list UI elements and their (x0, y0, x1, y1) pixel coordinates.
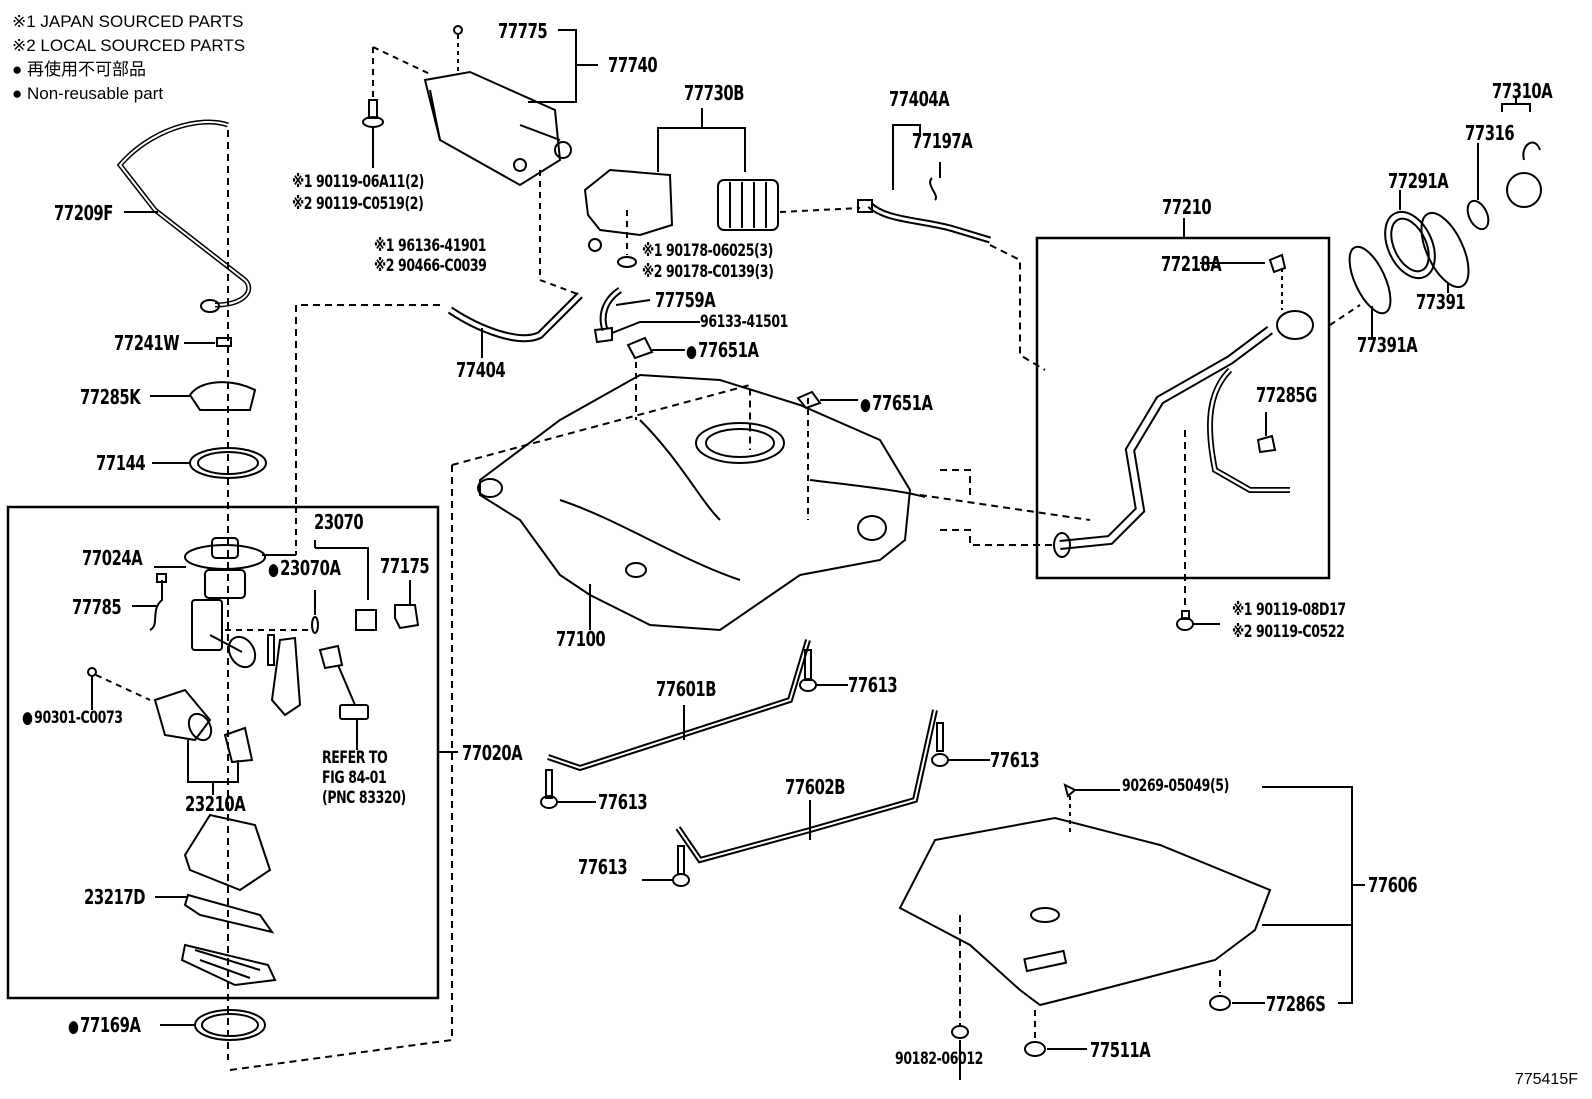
part-label-90119-C0522[interactable]: ※2 90119-C0522 (1232, 622, 1345, 642)
part-label-90466-C0039[interactable]: ※2 90466-C0039 (374, 256, 487, 276)
part-label-77511A[interactable]: 77511A (1090, 1038, 1151, 1062)
part-label-77024A[interactable]: 77024A (82, 546, 143, 570)
part-label-77291A[interactable]: 77291A (1388, 169, 1449, 193)
part-label-77310A[interactable]: 77310A (1492, 79, 1553, 103)
part-label-77144[interactable]: 77144 (96, 451, 146, 475)
part-label-77404[interactable]: 77404 (456, 358, 506, 382)
part-label-77100[interactable]: 77100 (556, 627, 606, 651)
part-label-77210[interactable]: 77210 (1162, 195, 1212, 219)
part-label-77391A[interactable]: 77391A (1357, 333, 1418, 357)
part-label-77218A[interactable]: 77218A (1161, 252, 1222, 276)
part-label-77651A-top[interactable]: 77651A (686, 339, 759, 363)
canister-filter (717, 179, 779, 231)
part-label-96133-41501[interactable]: 96133-41501 (700, 312, 788, 332)
part-label-77286S[interactable]: 77286S (1266, 992, 1326, 1016)
pump-bracket-23210A (183, 813, 272, 892)
clamp-96133-41501 (593, 326, 613, 344)
part-label-90269-05049[interactable]: 90269-05049(5) (1122, 776, 1229, 796)
part-label-90301-C0073[interactable]: 90301-C0073 (22, 708, 123, 729)
vent-valve (583, 168, 674, 268)
part-label-77613-d[interactable]: 77613 (578, 855, 628, 879)
part-label-23070[interactable]: 23070 (314, 510, 364, 534)
filter-23217D (155, 893, 275, 934)
leader-77730B (657, 108, 746, 172)
part-label-77391[interactable]: 77391 (1416, 290, 1466, 314)
cushion-77651A-mid (796, 390, 822, 410)
legend: ※1 JAPAN SOURCED PARTS ※2 LOCAL SOURCED … (12, 10, 245, 106)
legend-local-sourced: ※2 LOCAL SOURCED PARTS (12, 36, 246, 55)
part-label-23070A[interactable]: 23070A (268, 557, 341, 581)
fuel-cap-assembly (1348, 98, 1542, 338)
part-label-90182-06012[interactable]: 90182-06012 (895, 1049, 983, 1069)
under-cover-77606 (898, 783, 1365, 1080)
part-label-77602B[interactable]: 77602B (785, 775, 846, 799)
sender-gauge-77209F (116, 119, 252, 313)
part-label-77601B[interactable]: 77601B (656, 677, 717, 701)
strap-77601B (547, 639, 848, 772)
cushion-77651A-top (626, 336, 654, 360)
charcoal-canister (423, 25, 572, 187)
part-label-77404A[interactable]: 77404A (889, 87, 950, 111)
legend-nonreusable-english: ● Non-reusable part (12, 84, 164, 103)
part-label-77730B[interactable]: 77730B (684, 81, 745, 105)
part-label-77775[interactable]: 77775 (498, 19, 548, 43)
part-label-77285G[interactable]: 77285G (1256, 383, 1317, 407)
canister-bolt (362, 46, 433, 168)
clip-77241W (216, 337, 232, 347)
part-label-23217D[interactable]: 23217D (84, 885, 146, 909)
part-label-77606[interactable]: 77606 (1368, 873, 1418, 897)
part-label-77175[interactable]: 77175 (380, 554, 430, 578)
part-label-77197A[interactable]: 77197A (912, 129, 973, 153)
figure-id: 775415F (1514, 1071, 1578, 1088)
part-label-23210A[interactable]: 23210A (185, 792, 246, 816)
protector-77285K (188, 381, 257, 411)
part-label-77651A-mid[interactable]: 77651A (860, 392, 933, 416)
refer-to-line2[interactable]: FIG 84-01 (322, 768, 387, 788)
part-label-77169A[interactable]: 77169A (68, 1014, 141, 1038)
part-label-77209F[interactable]: 77209F (54, 201, 113, 225)
filter-grid (180, 943, 277, 987)
part-label-77759A[interactable]: 77759A (655, 288, 716, 312)
part-label-90119-C0519[interactable]: ※2 90119-C0519(2) (292, 194, 424, 214)
part-label-96136-41901[interactable]: ※1 96136-41901 (374, 236, 487, 256)
part-label-90119-06A11[interactable]: ※1 90119-06A11(2) (292, 172, 424, 192)
hose-77404A (857, 124, 992, 244)
refer-to-line1: REFER TO (322, 748, 388, 768)
bolt-77613-left (540, 769, 596, 809)
leader-77740 (528, 29, 598, 103)
part-label-77241W[interactable]: 77241W (114, 331, 180, 355)
filler-pipe-box (1035, 236, 1331, 580)
filler-bolt (1176, 610, 1220, 631)
part-label-77740[interactable]: 77740 (608, 53, 658, 77)
fuel-tank-77100 (477, 373, 926, 632)
part-label-77316[interactable]: 77316 (1465, 121, 1515, 145)
legend-japan-sourced: ※1 JAPAN SOURCED PARTS (12, 12, 244, 31)
refer-to-line3: (PNC 83320) (322, 788, 406, 808)
strap-77602B (642, 709, 990, 887)
part-label-77613-b[interactable]: 77613 (598, 790, 648, 814)
part-label-77785[interactable]: 77785 (72, 595, 122, 619)
pump-internals (87, 507, 420, 795)
filler-pipe-77210 (1053, 218, 1314, 558)
part-label-77285K[interactable]: 77285K (80, 385, 141, 409)
part-label-77613-c[interactable]: 77613 (990, 748, 1040, 772)
part-label-77020A[interactable]: 77020A (462, 741, 523, 765)
part-label-77613-a[interactable]: 77613 (848, 673, 898, 697)
part-label-90178-C0139[interactable]: ※2 90178-C0139(3) (642, 262, 774, 282)
legend-nonreusable-japanese: ● 再使用不可部品 (12, 60, 146, 79)
part-label-90119-08D17[interactable]: ※1 90119-08D17 (1232, 600, 1346, 620)
part-label-90178-06025[interactable]: ※1 90178-06025(3) (642, 241, 773, 261)
